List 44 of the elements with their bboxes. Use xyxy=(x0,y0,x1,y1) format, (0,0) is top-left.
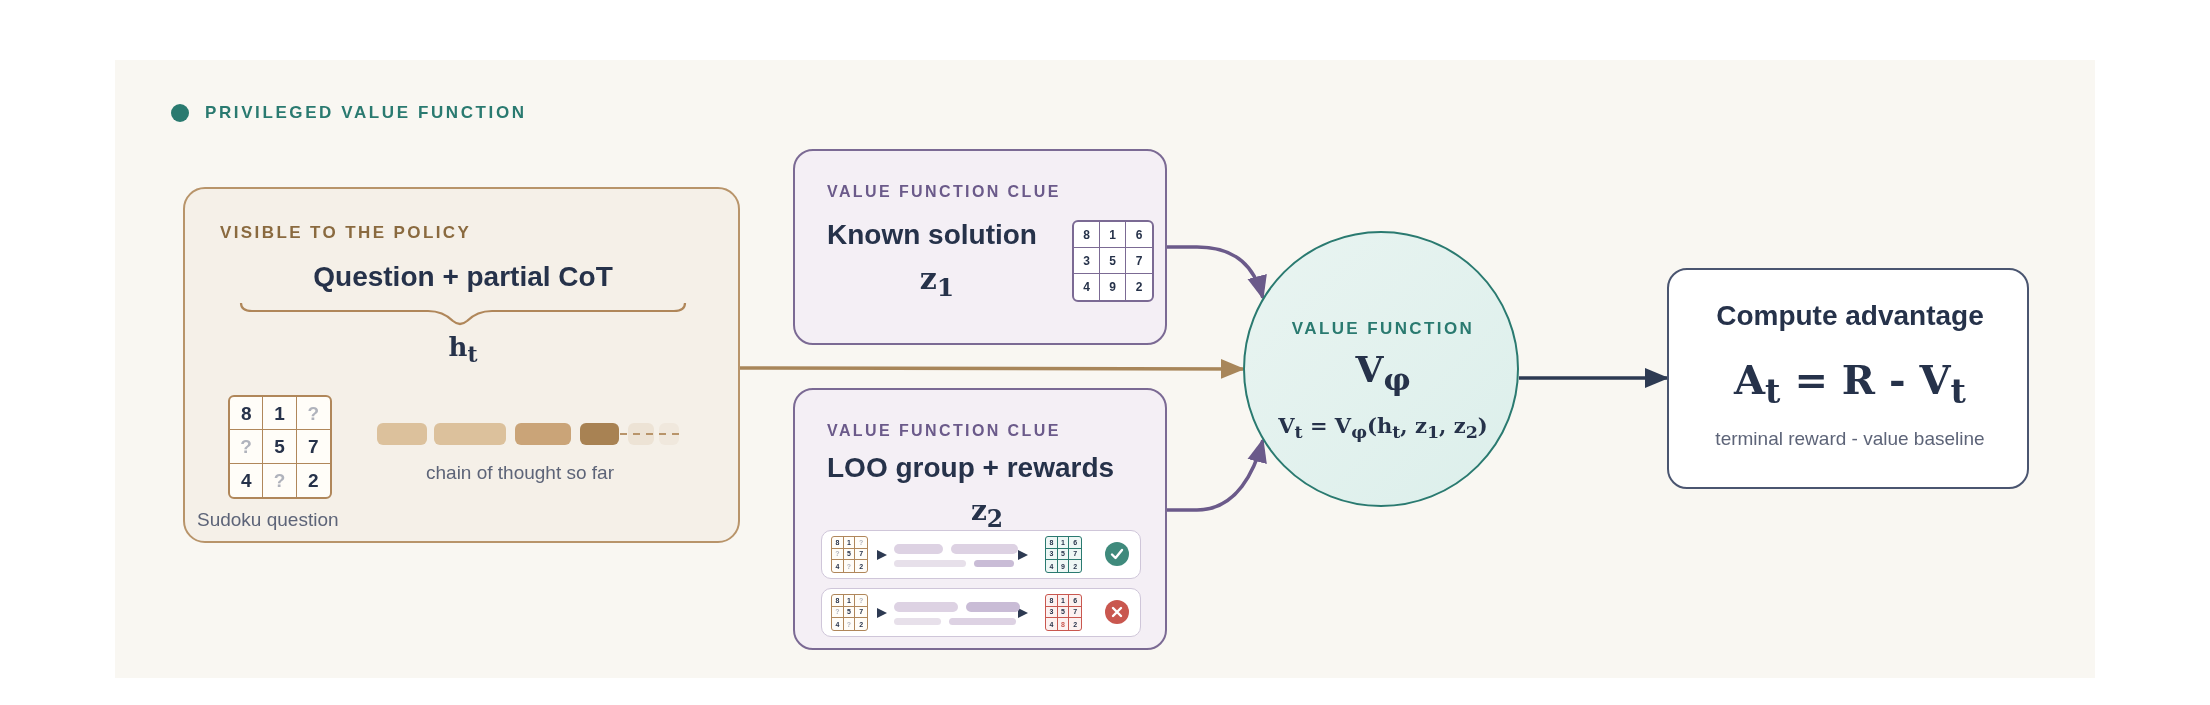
process-box xyxy=(183,187,740,543)
arrow xyxy=(1167,438,1267,512)
description-text: chain of thought so far xyxy=(426,462,614,484)
sudoku-digit: ? xyxy=(307,403,320,423)
box-heading: VALUE FUNCTION CLUE xyxy=(827,183,1061,201)
math-symbol: z$_{1}$ xyxy=(919,261,955,302)
sudoku-digit: 3 xyxy=(1083,254,1090,267)
circle-heading: VALUE FUNCTION xyxy=(1291,319,1475,339)
box-title: Compute advantage xyxy=(1716,300,1984,332)
arrow xyxy=(740,358,1245,379)
description-text: terminal reward - value baseline xyxy=(1715,428,1985,450)
box-title: LOO group + rewards xyxy=(827,452,1115,484)
sudoku-digit: 2 xyxy=(1135,281,1143,293)
sudoku-digit: 5 xyxy=(274,437,285,456)
sudoku-digit: 6 xyxy=(1135,228,1143,241)
sudoku-digit: 5 xyxy=(1109,254,1116,267)
sudoku-digit: ? xyxy=(273,470,286,490)
sudoku-digit: 1 xyxy=(1109,228,1116,241)
process-box xyxy=(793,149,1167,345)
sudoku-digit: 7 xyxy=(308,437,319,456)
formula: A$_{t}$ = R - V$_{t}$ xyxy=(1734,356,1966,411)
description-text: Sudoku question xyxy=(197,509,339,531)
sudoku-digit: ? xyxy=(240,437,252,456)
sudoku-digit: 8 xyxy=(240,403,252,423)
section-title: PRIVILEGED VALUE FUNCTION xyxy=(205,103,527,123)
math-symbol: z$_{2}$ xyxy=(970,494,1004,533)
box-title: Question + partial CoT xyxy=(313,261,613,293)
sudoku-digit: 4 xyxy=(240,470,252,490)
math-symbol: V$_{φ}$ xyxy=(1355,348,1411,398)
process-box xyxy=(1667,268,2029,489)
box-title: Known solution xyxy=(827,219,1037,251)
arrow xyxy=(1167,245,1266,300)
sudoku-digit: 1 xyxy=(274,403,285,423)
box-heading: VISIBLE TO THE POLICY xyxy=(220,223,472,243)
process-box xyxy=(793,388,1167,650)
math-symbol: h$_{t}$ xyxy=(448,332,478,368)
sudoku-digit: 8 xyxy=(1083,228,1090,241)
arrow xyxy=(1519,368,1669,388)
sudoku-digit: 7 xyxy=(1135,254,1143,267)
sudoku-digit: 2 xyxy=(308,470,319,490)
sudoku-digit: 4 xyxy=(1083,281,1090,293)
sudoku-digit: 9 xyxy=(1109,281,1116,293)
box-heading: VALUE FUNCTION CLUE xyxy=(827,422,1061,440)
formula: V$_{t}$ = V$_{φ}$(h$_{t}$, z$_{1}$, z$_{2}$) xyxy=(1278,413,1488,443)
